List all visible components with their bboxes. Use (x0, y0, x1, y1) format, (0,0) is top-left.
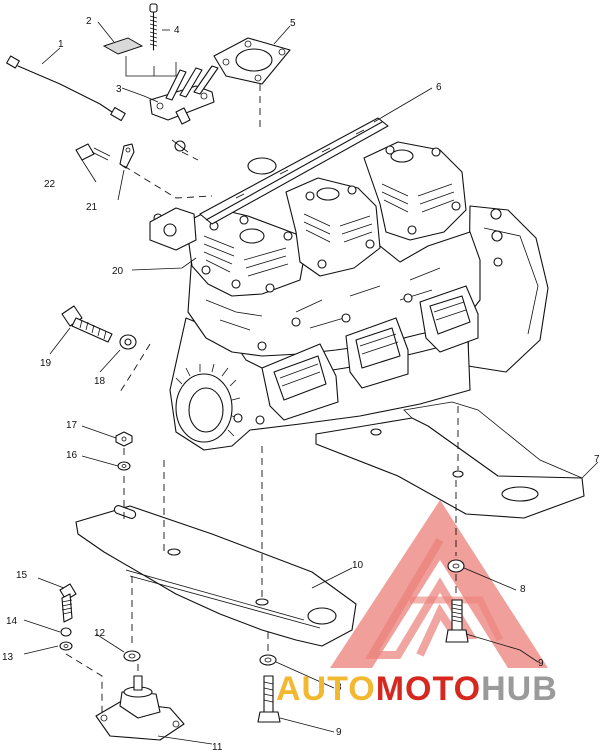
watermark-hub: HUB (481, 670, 558, 708)
callout-8: 8 (520, 584, 526, 595)
callout-9-lower: 9 (336, 727, 342, 738)
washer-18-part (119, 334, 137, 350)
callout-10: 10 (352, 560, 364, 571)
callout-9: 9 (538, 658, 544, 669)
washer-8-part (447, 559, 465, 573)
callout-18: 18 (94, 376, 106, 387)
callout-7: 7 (594, 454, 600, 465)
callout-17: 17 (66, 420, 78, 431)
callout-21: 21 (86, 202, 98, 213)
watermark-auto: AUTO (276, 670, 376, 708)
callout-15: 15 (16, 570, 28, 581)
exhaust-bracket-part (149, 65, 219, 153)
rubber-mount-11-part (95, 675, 185, 741)
washer-12-part (123, 650, 141, 662)
callout-14: 14 (6, 616, 18, 627)
gasket-part (213, 37, 291, 85)
engine-mount-plate-left (75, 505, 357, 647)
washer-13-part (59, 641, 73, 651)
watermark-text: AUTOMOTOHUB (276, 670, 558, 708)
bolt-9-part (445, 599, 469, 643)
callout-3: 3 (116, 84, 122, 95)
nut-17-part (115, 431, 133, 447)
watermark-moto: MOTO (376, 670, 481, 708)
screw-part (75, 143, 111, 161)
callout-12: 12 (94, 628, 106, 639)
callout-8-lower: 8 (336, 682, 342, 693)
callout-5: 5 (290, 18, 296, 29)
callout-2: 2 (86, 16, 92, 27)
callout-16: 16 (66, 450, 78, 461)
leader-lines (23, 21, 599, 745)
bolt-9-lower-part (257, 675, 281, 723)
callout-labels: 1 2 3 4 5 6 7 8 9 10 11 12 13 14 15 16 1… (2, 16, 600, 752)
callout-1: 1 (58, 39, 64, 50)
engine-assembly (149, 117, 549, 451)
stud-part (149, 3, 158, 51)
washer-8-lower-part (259, 654, 277, 666)
bolt-19-part (61, 305, 113, 343)
watermark-logo (330, 500, 548, 668)
washer-16-part (117, 461, 131, 471)
callout-13: 13 (2, 652, 14, 663)
engine-mount-plate-right (315, 401, 585, 519)
screw-15-part (59, 583, 77, 623)
callout-4: 4 (174, 25, 180, 36)
callout-19: 19 (40, 358, 52, 369)
callout-20: 20 (112, 266, 124, 277)
clip-part (119, 143, 135, 169)
assembly-lines (65, 84, 459, 712)
callout-11: 11 (212, 742, 223, 752)
washer-14-part (60, 627, 72, 637)
callout-6: 6 (436, 82, 442, 93)
svg-text:AUTOMOTOHUB: AUTOMOTOHUB (276, 670, 558, 708)
cable-part (6, 55, 126, 122)
label-plate-part (102, 37, 144, 55)
callout-22: 22 (44, 179, 56, 190)
